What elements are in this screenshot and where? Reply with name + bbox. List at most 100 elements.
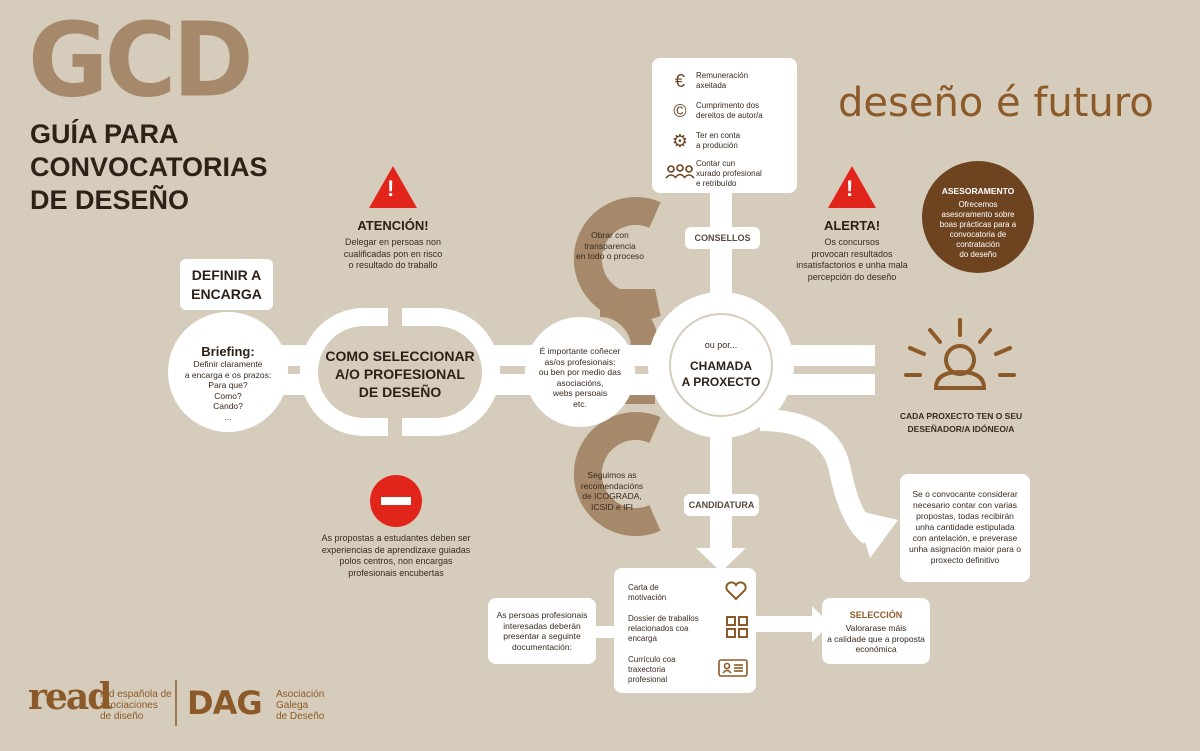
id-card-icon: [718, 658, 748, 682]
consellos-item: © Cumprimento dos dereitos de autor/a: [664, 96, 794, 126]
varias-box: [900, 474, 1030, 582]
asesoramento-line: Ofrecemos: [958, 200, 998, 209]
persoas-line: As persoas profesionais: [496, 610, 588, 620]
como-gap: [388, 300, 402, 340]
seleccion-text: SELECCIÓN Valorarase máis a calidade que…: [822, 610, 930, 655]
right-branch: [759, 409, 878, 544]
varias-line: Se o convocante considerar: [912, 489, 1018, 499]
heart-icon: [724, 580, 748, 606]
atencion-line: cualificadas pon en risco: [343, 248, 443, 259]
obrar-line: en todo o proceso: [575, 251, 645, 261]
briefing-title: Briefing:: [201, 344, 255, 359]
prohibido-line: experiencias de aprendizaxe guiadas: [321, 544, 471, 555]
seleccion-title: SELECCIÓN: [849, 610, 903, 620]
como-gap-2: [388, 404, 402, 444]
briefing-text: Briefing: Definir claramente a encarga e…: [178, 344, 278, 422]
importante-line: ou ben por medio das: [538, 367, 622, 377]
chamada-pre: ou por...: [704, 340, 738, 350]
seleccion-arrow: [812, 606, 830, 642]
obrar-text: Obrar con transparencia en todo o proces…: [560, 230, 660, 262]
docs-box: [614, 568, 756, 693]
consellos-item-line: a produción: [696, 141, 738, 150]
cada-proxecto-line: DESEÑADOR/A IDÓNEO/A: [907, 424, 1015, 434]
dag-caption-line: de Deseño: [276, 711, 325, 722]
briefing-line: Definir claramente: [193, 359, 263, 369]
asesoramento-line: boas prácticas para a: [939, 220, 1017, 229]
candidatura-label: CANDIDATURA: [688, 500, 755, 510]
read-caption-line: red española de: [100, 689, 172, 700]
persoas-link: [595, 626, 619, 638]
importante-circle: [525, 317, 635, 427]
chamada-text: ou por... CHAMADA A PROXECTO: [671, 340, 771, 390]
docs-item-line: relacionados coa: [628, 624, 689, 633]
importante-text: É importante coñecer as/os profesionais:…: [528, 346, 632, 409]
consellos-item: Contar cun xurado profesional e retribuí…: [664, 156, 794, 192]
obrar-line: transparencia: [584, 240, 636, 251]
importante-line: webs persoais: [552, 388, 608, 398]
persoas-line: documentación:: [511, 641, 572, 652]
docs-item-line: profesional: [628, 675, 668, 684]
consellos-box: [652, 58, 797, 193]
gear-icon: ⚙: [671, 130, 689, 151]
como-line: COMO SELECCIONAR: [325, 348, 475, 364]
cada-proxecto-text: CADA PROXECTO TEN O SEU DESEÑADOR/A IDÓN…: [893, 410, 1029, 436]
alerta-line: Os concursos: [824, 237, 880, 247]
importante-line: asociacións,: [556, 377, 604, 388]
docs-item-line: Carta de: [628, 583, 659, 592]
atencion-exclamation: !: [387, 176, 395, 201]
docs-item: Dossier de traballos relacionados coa en…: [628, 608, 748, 650]
docs-item-line: Currículo coa: [628, 655, 676, 664]
guide-title-line: GUÍA PARA: [30, 119, 179, 149]
seleccion-box: [822, 598, 930, 664]
seguimos-line: recomendacións: [580, 480, 644, 491]
seguimos-line: Seguimos as: [587, 470, 637, 480]
gcd-logo: GCD: [28, 1, 254, 121]
seguimos-curve-2: [573, 412, 661, 536]
designer-icon: [904, 318, 1016, 390]
consellos-tag: [685, 227, 760, 249]
seleccion-line: económica: [855, 644, 897, 654]
briefing-line: Para que?: [208, 380, 248, 390]
chamada-center: [671, 315, 771, 415]
asesoramento-circle: [922, 161, 1034, 273]
prohibido-line: profesionais encubertas: [348, 567, 444, 578]
briefing-line: Como?: [214, 390, 242, 401]
atencion-line: o resultado do traballo: [348, 260, 438, 270]
asesoramento-title: ASESORAMENTO: [941, 186, 1015, 196]
prohibido-line: As propostas a estudantes deben ser: [321, 533, 471, 543]
como-text: COMO SELECCIONAR A/O PROFESIONAL DE DESE…: [318, 347, 482, 401]
docs-item-line: encarga: [628, 634, 657, 643]
docs-list: Carta de motivación Dossier de traballos…: [628, 578, 748, 690]
alerta-line: provocan resultados: [811, 248, 893, 259]
como-inner: [318, 326, 482, 418]
varias-line: proxecto definitivo: [930, 555, 1000, 565]
candidatura-arrow: [696, 548, 746, 572]
prohibido-line: polos centros, non encargas: [339, 556, 453, 566]
docs-item-line: motivación: [628, 593, 667, 602]
chamada-line: CHAMADA: [690, 358, 752, 373]
persoas-line: interesadas deberán: [503, 620, 581, 631]
importante-line: etc.: [573, 398, 587, 409]
alerta-line: percepción do deseño: [807, 271, 897, 282]
importante-line: É importante coñecer: [539, 346, 621, 356]
briefing-line: ...: [224, 411, 232, 422]
read-caption-line: asociaciones: [100, 700, 158, 711]
cada-proxecto-line: CADA PROXECTO TEN O SEU: [899, 411, 1023, 421]
persoas-text: As persoas profesionais interesadas debe…: [490, 610, 594, 652]
varias-line: unha asignación maior para o: [909, 544, 1021, 554]
chamada-line: A PROXECTO: [681, 374, 761, 389]
varias-line: unha cantidade estipulada: [915, 522, 1015, 532]
consellos-item-line: Remuneración: [696, 71, 749, 80]
consellos-label: CONSELLOS: [694, 233, 751, 243]
persoas-line: presentar a seguinte: [503, 631, 581, 641]
definir-box: [180, 259, 273, 310]
docs-item: Currículo coa traxectoria profesional: [628, 650, 748, 690]
alerta-alert-icon: [828, 166, 876, 208]
asesoramento-line: contratación: [956, 240, 1000, 249]
guide-title-line: CONVOCATORIAS: [30, 152, 268, 182]
dag-logo: DAG: [187, 684, 263, 722]
seleccion-road: [755, 616, 815, 632]
consellos-item-line: axeitada: [696, 81, 727, 90]
people-icon: [664, 163, 696, 185]
consellos-item-line: xurado profesional: [696, 169, 762, 178]
